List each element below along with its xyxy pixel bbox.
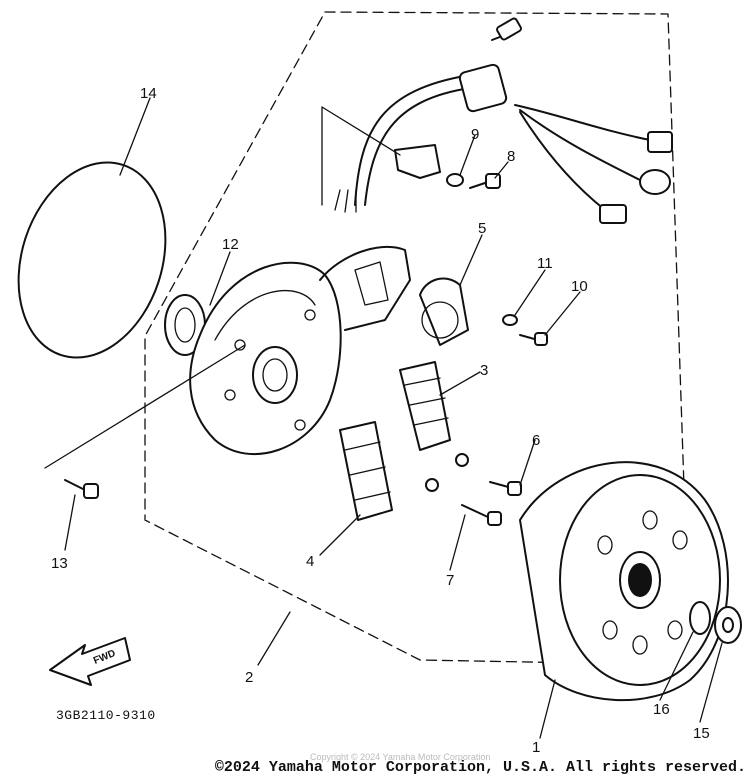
cord-clamp (394, 144, 441, 179)
o-ring-part-14 (17, 161, 167, 359)
coil-part-3 (399, 361, 469, 467)
screw-part-13 (64, 479, 99, 499)
washer-part-16 (689, 601, 711, 635)
callout-9: 9 (471, 126, 479, 143)
callout-5: 5 (478, 220, 486, 237)
washer-part-11 (502, 314, 518, 326)
washer-part-9 (446, 173, 464, 187)
callout-16: 16 (653, 701, 670, 718)
screw-part-10 (519, 332, 548, 346)
callout-2: 2 (245, 669, 253, 686)
drawing-code: 3GB2110-9310 (56, 708, 156, 723)
screw-part-6 (489, 481, 522, 496)
callout-7: 7 (446, 572, 454, 589)
assembly-boundary (144, 11, 691, 666)
callout-labels: 1 2 3 4 5 6 7 8 9 10 11 12 13 14 15 16 (51, 85, 710, 756)
callout-8: 8 (507, 148, 515, 165)
callout-6: 6 (532, 432, 540, 449)
stator-base-plate (189, 245, 411, 456)
callout-13: 13 (51, 555, 68, 572)
watermark-text: Copyright © 2024 Yamaha Motor Corporatio… (310, 752, 491, 762)
flywheel-rotor-part-1 (519, 461, 729, 702)
pickup-coil-part-5 (419, 277, 469, 346)
forward-direction-arrow: FWD (49, 637, 131, 686)
callout-14: 14 (140, 85, 157, 102)
callout-12: 12 (222, 236, 239, 253)
callout-4: 4 (306, 553, 314, 570)
screw-part-8 (469, 173, 501, 189)
coil-part-4 (339, 421, 439, 521)
callout-10: 10 (571, 278, 588, 295)
callout-11: 11 (537, 255, 553, 272)
screw-part-7 (461, 504, 502, 526)
nut-part-15 (714, 606, 742, 644)
leader-lines (44, 97, 723, 739)
wire-harness (334, 17, 673, 224)
callout-15: 15 (693, 725, 710, 742)
callout-3: 3 (480, 362, 488, 379)
copyright-notice: ©2024 Yamaha Motor Corporation, U.S.A. A… (214, 759, 746, 776)
callout-1: 1 (532, 739, 540, 756)
